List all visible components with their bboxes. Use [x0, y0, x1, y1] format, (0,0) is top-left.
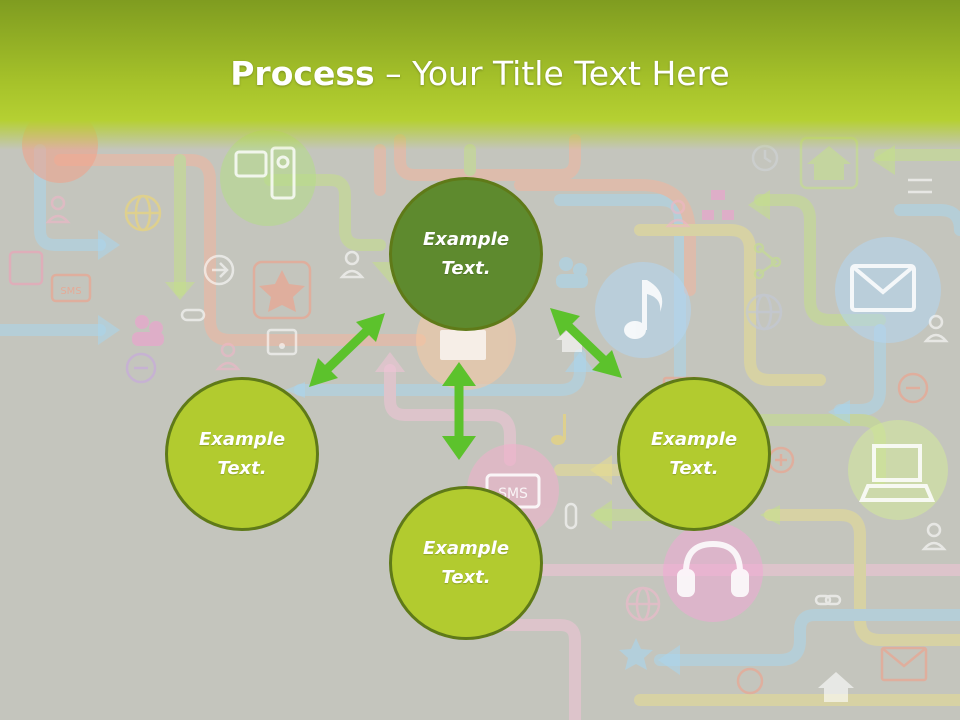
exchange-icon [908, 178, 932, 194]
arrow-center-right [550, 308, 622, 378]
star-icon-small [619, 638, 653, 670]
phone-icon [736, 667, 764, 695]
arrow-left-circle-icon [897, 372, 929, 404]
document-icon [440, 330, 486, 360]
title-band [0, 0, 960, 150]
globe-icon [124, 194, 162, 232]
rss-icon [8, 250, 44, 286]
home-icon-small [818, 672, 854, 702]
paperclip-icon [564, 502, 578, 530]
process-node-center[interactable]: Example Text. [389, 177, 543, 331]
user-icon-6 [215, 342, 241, 371]
music-note-small-icon [551, 414, 566, 445]
sitemap-icon [702, 190, 734, 220]
arrow-center-left [309, 313, 385, 387]
globe-icon-2 [745, 293, 783, 331]
process-node-right-text: Example Text. [650, 429, 738, 479]
user-icon-4 [923, 314, 949, 343]
wifi-icon [266, 328, 298, 356]
home-icon-3 [556, 326, 588, 352]
arrow-right-circle-icon [203, 254, 235, 286]
user-group-icon [556, 257, 588, 288]
star-icon-filled [259, 270, 305, 312]
arrow-center-bottom [442, 362, 476, 460]
user-icon-5 [921, 522, 947, 551]
connector-arrows [309, 308, 622, 460]
user-icon [45, 195, 71, 224]
share-icon [753, 242, 782, 280]
user-icon-2 [665, 199, 691, 228]
home-icon-inner [807, 146, 851, 180]
music-note-icon [624, 280, 663, 339]
arrow-right-circle-icon-2 [125, 352, 157, 384]
svg-text:SMS: SMS [60, 286, 81, 297]
title-rest-part: – Your Title Text Here [374, 54, 730, 93]
process-node-bottom[interactable]: Example Text. [389, 486, 543, 640]
plus-circle-icon [767, 446, 795, 474]
link-icon [814, 594, 842, 606]
process-node-left-text: Example Text. [198, 429, 286, 479]
title-bold-part: Process [230, 54, 375, 93]
sms-small-icon [50, 273, 92, 303]
envelope-icon [850, 264, 916, 312]
globe-icon-3 [625, 586, 661, 622]
wifi-icon-2 [279, 343, 285, 349]
paperclip-icon-2 [180, 308, 206, 322]
laptop-icon [858, 444, 936, 502]
headphones-icon [677, 540, 749, 597]
process-node-left[interactable]: Example Text. [165, 377, 319, 531]
process-node-right[interactable]: Example Text. [617, 377, 771, 531]
envelope-small-icon [880, 646, 928, 682]
user-group-icon-2 [132, 315, 164, 346]
user-icon-3 [339, 250, 365, 279]
process-node-center-text: Example Text. [422, 229, 510, 279]
process-node-bottom-text: Example Text. [422, 538, 510, 588]
slide-title: Process – Your Title Text Here [0, 52, 960, 96]
star-icon [252, 260, 312, 320]
